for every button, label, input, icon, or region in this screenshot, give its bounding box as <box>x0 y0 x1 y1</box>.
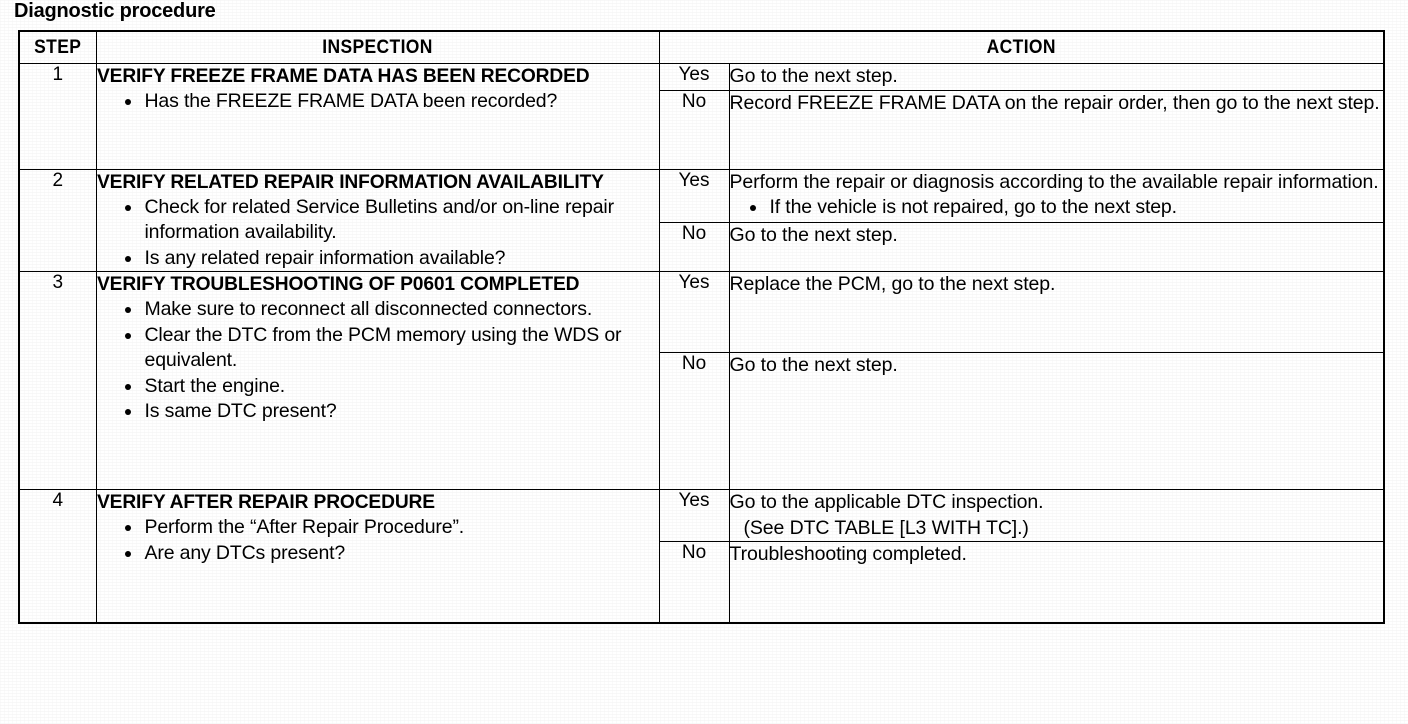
action-cell-yes: Go to the applicable DTC inspection. (Se… <box>728 489 1385 542</box>
table-row: 4 VERIFY AFTER REPAIR PROCEDURE Perform … <box>18 489 1385 624</box>
answer-yes-label: Yes <box>658 168 730 223</box>
action-text: Go to the next step. <box>729 354 898 376</box>
action-cell-no: Go to the next step. <box>728 222 1385 272</box>
list-item: Has the FREEZE FRAME DATA been recorded? <box>123 89 659 115</box>
action-text: Record FREEZE FRAME DATA on the repair o… <box>729 91 1380 114</box>
table-row: No Go to the next step. <box>19 222 1385 272</box>
list-item: Is any related repair information availa… <box>123 246 659 272</box>
inspection-cell: VERIFY FREEZE FRAME DATA HAS BEEN RECORD… <box>95 63 660 170</box>
answer-no-label: No <box>658 352 730 490</box>
list-item: Make sure to reconnect all disconnected … <box>123 297 659 323</box>
action-text: Troubleshooting completed. <box>729 543 967 565</box>
table-row: 3 VERIFY TROUBLESHOOTING OF P0601 COMPLE… <box>18 271 1385 490</box>
inspection-heading: VERIFY RELATED REPAIR INFORMATION AVAILA… <box>96 170 604 193</box>
table-header-row: STEP INSPECTION ACTION <box>19 30 1384 64</box>
action-cell-yes: Perform the repair or diagnosis accordin… <box>728 168 1385 223</box>
inspection-heading: VERIFY TROUBLESHOOTING OF P0601 COMPLETE… <box>96 273 580 295</box>
page-title: Diagnostic procedure <box>14 0 216 22</box>
diagnostic-procedure-table: STEP INSPECTION ACTION 1 VERIFY FREEZE F… <box>18 30 1386 624</box>
answer-no-label: No <box>658 541 730 624</box>
inspection-bullet-list: Perform the “After Repair Procedure”. Ar… <box>97 515 659 566</box>
inspection-bullet-list: Has the FREEZE FRAME DATA been recorded? <box>97 89 659 115</box>
list-item: Perform the “After Repair Procedure”. <box>123 515 659 541</box>
step-number: 3 <box>18 271 97 490</box>
inspection-bullet-list: Make sure to reconnect all disconnected … <box>97 297 659 425</box>
action-bullet-list: If the vehicle is not repaired, go to th… <box>730 195 1384 221</box>
list-item: If the vehicle is not repaired, go to th… <box>748 195 1384 221</box>
step-number: 1 <box>18 63 97 170</box>
table-row: 1 VERIFY FREEZE FRAME DATA HAS BEEN RECO… <box>18 63 1385 170</box>
action-text: Go to the applicable DTC inspection. <box>729 491 1044 513</box>
answer-no-label: No <box>658 89 730 170</box>
list-item: Clear the DTC from the PCM memory using … <box>123 323 659 374</box>
action-cell-yes: Replace the PCM, go to the next step. <box>728 271 1385 353</box>
action-text: Go to the next step. <box>729 65 898 87</box>
table-body: 1 VERIFY FREEZE FRAME DATA HAS BEEN RECO… <box>18 63 1385 624</box>
action-cell-no: Go to the next step. <box>728 352 1385 490</box>
answer-yes-label: Yes <box>658 271 730 353</box>
action-text: Go to the next step. <box>729 224 898 246</box>
table-row: 2 VERIFY RELATED REPAIR INFORMATION AVAI… <box>18 168 1385 272</box>
column-header-inspection: INSPECTION <box>118 30 637 64</box>
action-cell-yes: Go to the next step. <box>728 63 1385 91</box>
inspection-heading: VERIFY FREEZE FRAME DATA HAS BEEN RECORD… <box>96 65 590 87</box>
answer-no-label: No <box>658 222 730 272</box>
inspection-heading: VERIFY AFTER REPAIR PROCEDURE <box>96 491 435 513</box>
action-text: Replace the PCM, go to the next step. <box>729 273 1056 295</box>
action-text: Perform the repair or diagnosis accordin… <box>729 170 1379 193</box>
inspection-cell: VERIFY TROUBLESHOOTING OF P0601 COMPLETE… <box>95 271 660 490</box>
step-number: 4 <box>18 489 97 624</box>
table-row: No Record FREEZE FRAME DATA on the repai… <box>19 89 1385 170</box>
list-item: Check for related Service Bulletins and/… <box>123 195 659 246</box>
inspection-cell: VERIFY AFTER REPAIR PROCEDURE Perform th… <box>95 489 660 624</box>
table-row: No Troubleshooting completed. <box>19 541 1385 624</box>
answer-yes-label: Yes <box>658 489 730 542</box>
inspection-bullet-list: Check for related Service Bulletins and/… <box>97 195 659 272</box>
list-item: Are any DTCs present? <box>123 541 659 567</box>
column-header-step: STEP <box>21 30 94 64</box>
column-header-action: ACTION <box>687 30 1356 64</box>
answer-yes-label: Yes <box>658 63 730 91</box>
list-item: Is same DTC present? <box>123 399 659 425</box>
table-row: No Go to the next step. <box>19 352 1385 490</box>
action-cell-no: Troubleshooting completed. <box>728 541 1385 624</box>
inspection-cell: VERIFY RELATED REPAIR INFORMATION AVAILA… <box>95 168 660 272</box>
action-cell-no: Record FREEZE FRAME DATA on the repair o… <box>728 89 1385 170</box>
step-number: 2 <box>18 168 97 272</box>
action-reference: (See DTC TABLE [L3 WITH TC].) <box>743 516 1029 539</box>
list-item: Start the engine. <box>123 374 659 400</box>
